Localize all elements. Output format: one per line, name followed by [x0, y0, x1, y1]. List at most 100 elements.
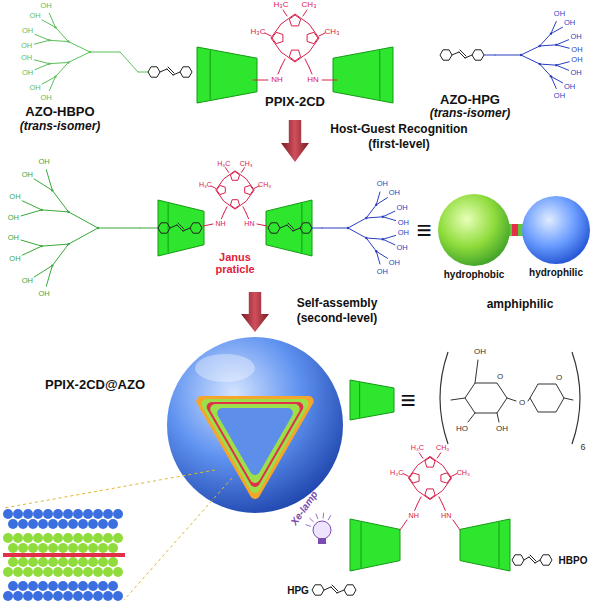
- vesicle-layer: [201, 401, 308, 494]
- polymer-branch: [366, 238, 376, 251]
- bond-line: [528, 398, 530, 401]
- linker-bond: [439, 497, 443, 504]
- membrane-bead: [88, 519, 98, 529]
- benzene-ring: [312, 585, 324, 595]
- isomer-note: (trans-isomer): [430, 107, 511, 120]
- polymer-branch: [366, 205, 376, 218]
- atom-label: CH₃: [258, 181, 271, 189]
- azo-bond: [170, 225, 177, 228]
- benzene-ring: [344, 585, 356, 595]
- linker-bond: [281, 59, 285, 67]
- benzene-ring: [440, 50, 452, 60]
- pyrrole-ring: [409, 473, 419, 483]
- isomer-note: (trans-isomer): [20, 120, 101, 133]
- property-label: amphiphilic: [487, 298, 554, 311]
- polymer-branch: [52, 244, 68, 265]
- membrane-bead: [13, 591, 23, 601]
- azo-bond: [465, 55, 472, 58]
- pyrrole-ring: [245, 185, 254, 194]
- pyrrole-ring: [230, 172, 239, 181]
- azo-bond: [177, 225, 183, 231]
- atom-label: CH₃: [302, 1, 317, 10]
- pyrrole-ring: [307, 32, 318, 43]
- atom-label: H₃C: [217, 160, 230, 168]
- light-ray: [328, 515, 331, 519]
- polymer-branch: [551, 27, 563, 33]
- porphyrin-ring: [271, 14, 319, 62]
- compound-name: AZO-HBPO: [25, 105, 94, 119]
- membrane-bead: [13, 567, 23, 577]
- membrane-bead: [23, 567, 33, 577]
- polymer-branch: [556, 45, 569, 48]
- membrane-bead: [108, 543, 118, 553]
- membrane-bead: [78, 557, 88, 567]
- sphere-shape: [522, 196, 590, 264]
- hydroxyl-label: OH: [22, 27, 33, 35]
- step-label: Host-Guest Recognition (first-level): [319, 122, 479, 152]
- polymer-branch: [540, 45, 557, 46]
- membrane-bead: [13, 509, 23, 519]
- membrane-bead: [63, 509, 73, 519]
- membrane-bead: [98, 519, 108, 529]
- membrane-bead: [78, 519, 88, 529]
- membrane-bead: [38, 557, 48, 567]
- membrane-bead: [38, 581, 48, 591]
- sphere-highlight: [195, 354, 255, 382]
- membrane-bead: [18, 543, 28, 553]
- azo-bond: [288, 223, 294, 229]
- atom-label: OH: [474, 348, 486, 357]
- node-shape: [241, 292, 269, 332]
- membrane-bead: [53, 567, 63, 577]
- atom-label: HN: [307, 76, 319, 85]
- polymer-tail: [140, 228, 158, 229]
- membrane-bead: [98, 581, 108, 591]
- substituent-bond: [319, 33, 325, 36]
- membrane-bead: [33, 509, 43, 519]
- membrane-bead: [68, 557, 78, 567]
- membrane-bead: [78, 581, 88, 591]
- hydroxyl-label: OH: [571, 46, 582, 54]
- substituent-bond: [437, 453, 441, 458]
- azo-bond: [293, 228, 300, 231]
- polymer-branch: [42, 77, 55, 84]
- linker-bond: [221, 213, 223, 219]
- atom-label: HN: [441, 512, 451, 520]
- polymer-branch: [556, 40, 568, 45]
- cyclodextrin-cone: [460, 519, 510, 571]
- arrow-shape: [241, 292, 269, 332]
- atom-label: 6: [580, 443, 585, 453]
- compound-name: PPIX-2CD: [265, 95, 325, 109]
- substituent-bond: [403, 474, 408, 477]
- linker-bond: [417, 497, 421, 504]
- linker-bond: [257, 224, 267, 226]
- equivalence-sign: ≡: [400, 386, 415, 415]
- atom-label: CH₃: [240, 160, 253, 168]
- membrane-bead: [48, 581, 58, 591]
- azo-bond: [324, 587, 331, 590]
- pyrrole-ring: [272, 32, 283, 43]
- pyrrole-ring: [289, 15, 300, 26]
- membrane-bead: [83, 591, 93, 601]
- hydroxyl-label: OH: [8, 214, 19, 222]
- linker-bond: [243, 207, 246, 213]
- membrane-bead: [88, 557, 98, 567]
- atom-label: H₃C: [274, 1, 289, 10]
- polymer-branch: [46, 170, 52, 191]
- polymer-tail: [484, 55, 495, 56]
- azo-bond: [332, 585, 338, 591]
- atom-label: CH₃: [325, 28, 340, 37]
- node-shape: [522, 196, 590, 264]
- polymer-branch: [540, 34, 551, 46]
- vesicle-layer: [212, 407, 299, 482]
- lamp-bulb: [313, 521, 331, 539]
- polymer-branch: [21, 210, 42, 216]
- node-shape: [281, 120, 309, 162]
- polymer-tail: [312, 228, 322, 229]
- hydroxyl-label: OH: [21, 42, 32, 50]
- polymer-branch: [42, 244, 69, 246]
- linker-bond: [400, 520, 407, 530]
- hydroxyl-label: OH: [38, 290, 49, 298]
- membrane-bead: [28, 557, 38, 567]
- polymer-branch: [383, 211, 395, 217]
- vesicle-layer: [207, 404, 304, 488]
